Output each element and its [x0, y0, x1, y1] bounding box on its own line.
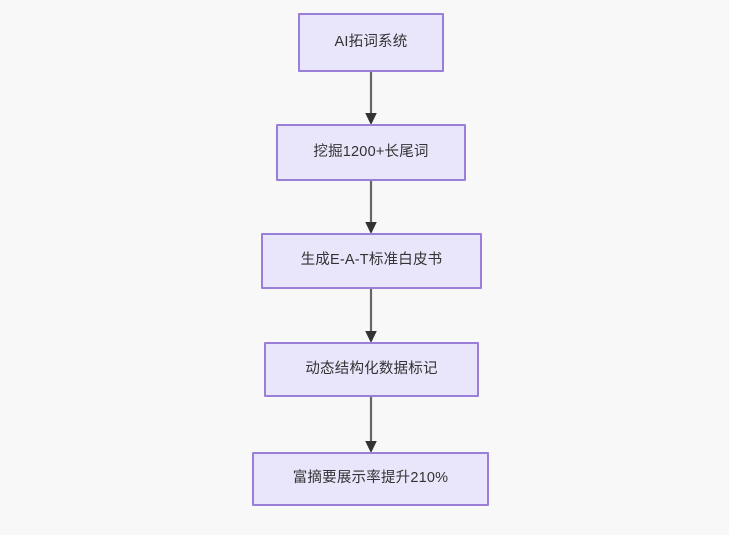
- flow-node-label: 动态结构化数据标记: [305, 360, 438, 377]
- arrow-connector-1: [361, 70, 381, 126]
- flow-node-mine-longtail-keywords[interactable]: 挖掘1200+长尾词: [276, 124, 466, 181]
- arrow-connector-4: [361, 395, 381, 454]
- arrow-connector-3: [361, 287, 381, 344]
- arrowhead-icon: [365, 222, 377, 234]
- flow-node-rich-snippet-impression-lift[interactable]: 富摘要展示率提升210%: [252, 452, 489, 506]
- arrow-connector-2-svg: [365, 179, 377, 234]
- flow-node-ai-keyword-system[interactable]: AI拓词系统: [298, 13, 444, 72]
- arrow-connector-3-svg: [365, 287, 377, 343]
- arrow-connector-2: [361, 179, 381, 235]
- arrowhead-icon: [365, 113, 377, 125]
- flow-node-dynamic-structured-data-markup[interactable]: 动态结构化数据标记: [264, 342, 479, 397]
- arrowhead-icon: [365, 441, 377, 453]
- arrow-connector-4-svg: [365, 395, 377, 453]
- flow-node-label: 富摘要展示率提升210%: [292, 470, 449, 487]
- flow-node-label: 生成E-A-T标准白皮书: [300, 252, 443, 269]
- arrow-connector-1-svg: [365, 70, 377, 125]
- flow-node-generate-eat-whitepaper[interactable]: 生成E-A-T标准白皮书: [261, 233, 482, 289]
- flow-node-label: 挖掘1200+长尾词: [313, 143, 429, 160]
- arrowhead-icon: [365, 331, 377, 343]
- flow-node-label: AI拓词系统: [334, 33, 408, 50]
